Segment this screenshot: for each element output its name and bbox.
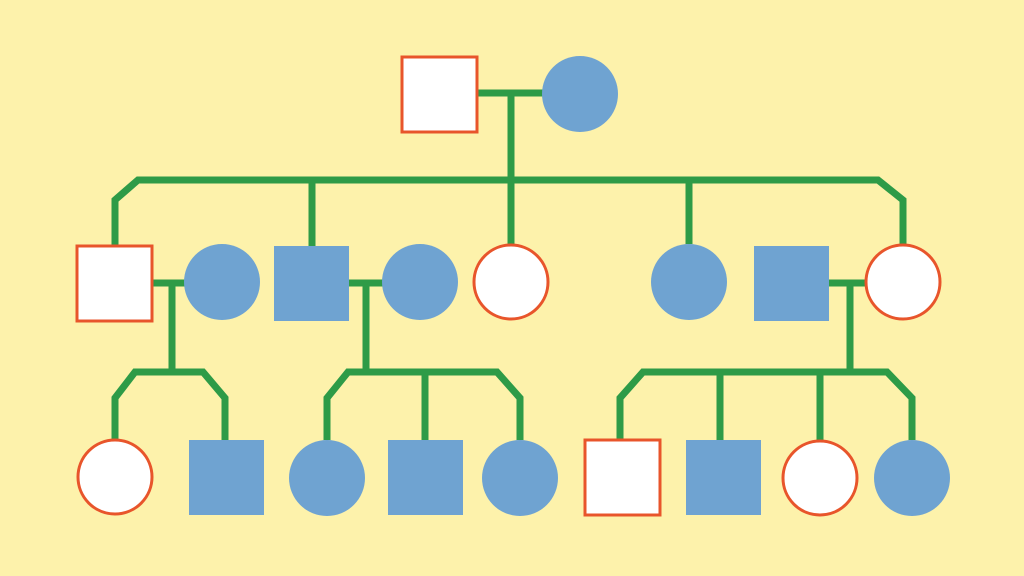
gen3-female-affected — [874, 440, 950, 516]
individuals — [75, 55, 950, 517]
connector-lines — [111, 89, 916, 440]
gen3-male-affected — [686, 440, 761, 515]
gen2-female-affected — [651, 244, 727, 320]
gen3-female-affected — [482, 440, 558, 516]
gen3-female-affected — [289, 440, 365, 516]
gen2-female-unaffected — [864, 243, 942, 321]
gen2-male-affected — [274, 246, 349, 321]
gen2-partner-female-affected — [382, 244, 458, 320]
gen2-female-unaffected — [472, 243, 550, 321]
gen3-male-affected — [388, 440, 463, 515]
gen2-male-unaffected — [75, 244, 154, 323]
sibship-line-couple-a — [111, 368, 229, 440]
gen2-partner-male-affected — [754, 246, 829, 321]
sibship-line-couple-c — [616, 368, 916, 440]
gen3-male-affected — [189, 440, 264, 515]
gen3-female-unaffected — [781, 439, 859, 517]
gen3-female-unaffected — [76, 438, 154, 516]
gen2-partner-female-affected — [184, 244, 260, 320]
gen3-male-unaffected — [583, 438, 662, 517]
gen1-male-unaffected — [400, 55, 479, 134]
gen1-female-affected — [542, 56, 618, 132]
